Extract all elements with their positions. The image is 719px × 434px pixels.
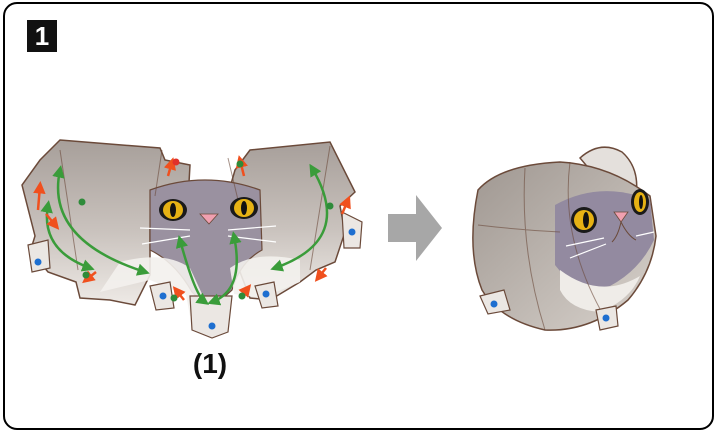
figure-caption: (1)	[192, 348, 228, 379]
unfolded-cat-head-papercraft-icon	[21, 139, 363, 339]
right-arrow-icon	[388, 195, 442, 261]
assembled-cat-head-papercraft-icon	[472, 146, 657, 331]
step-number-badge: 1	[27, 20, 57, 52]
